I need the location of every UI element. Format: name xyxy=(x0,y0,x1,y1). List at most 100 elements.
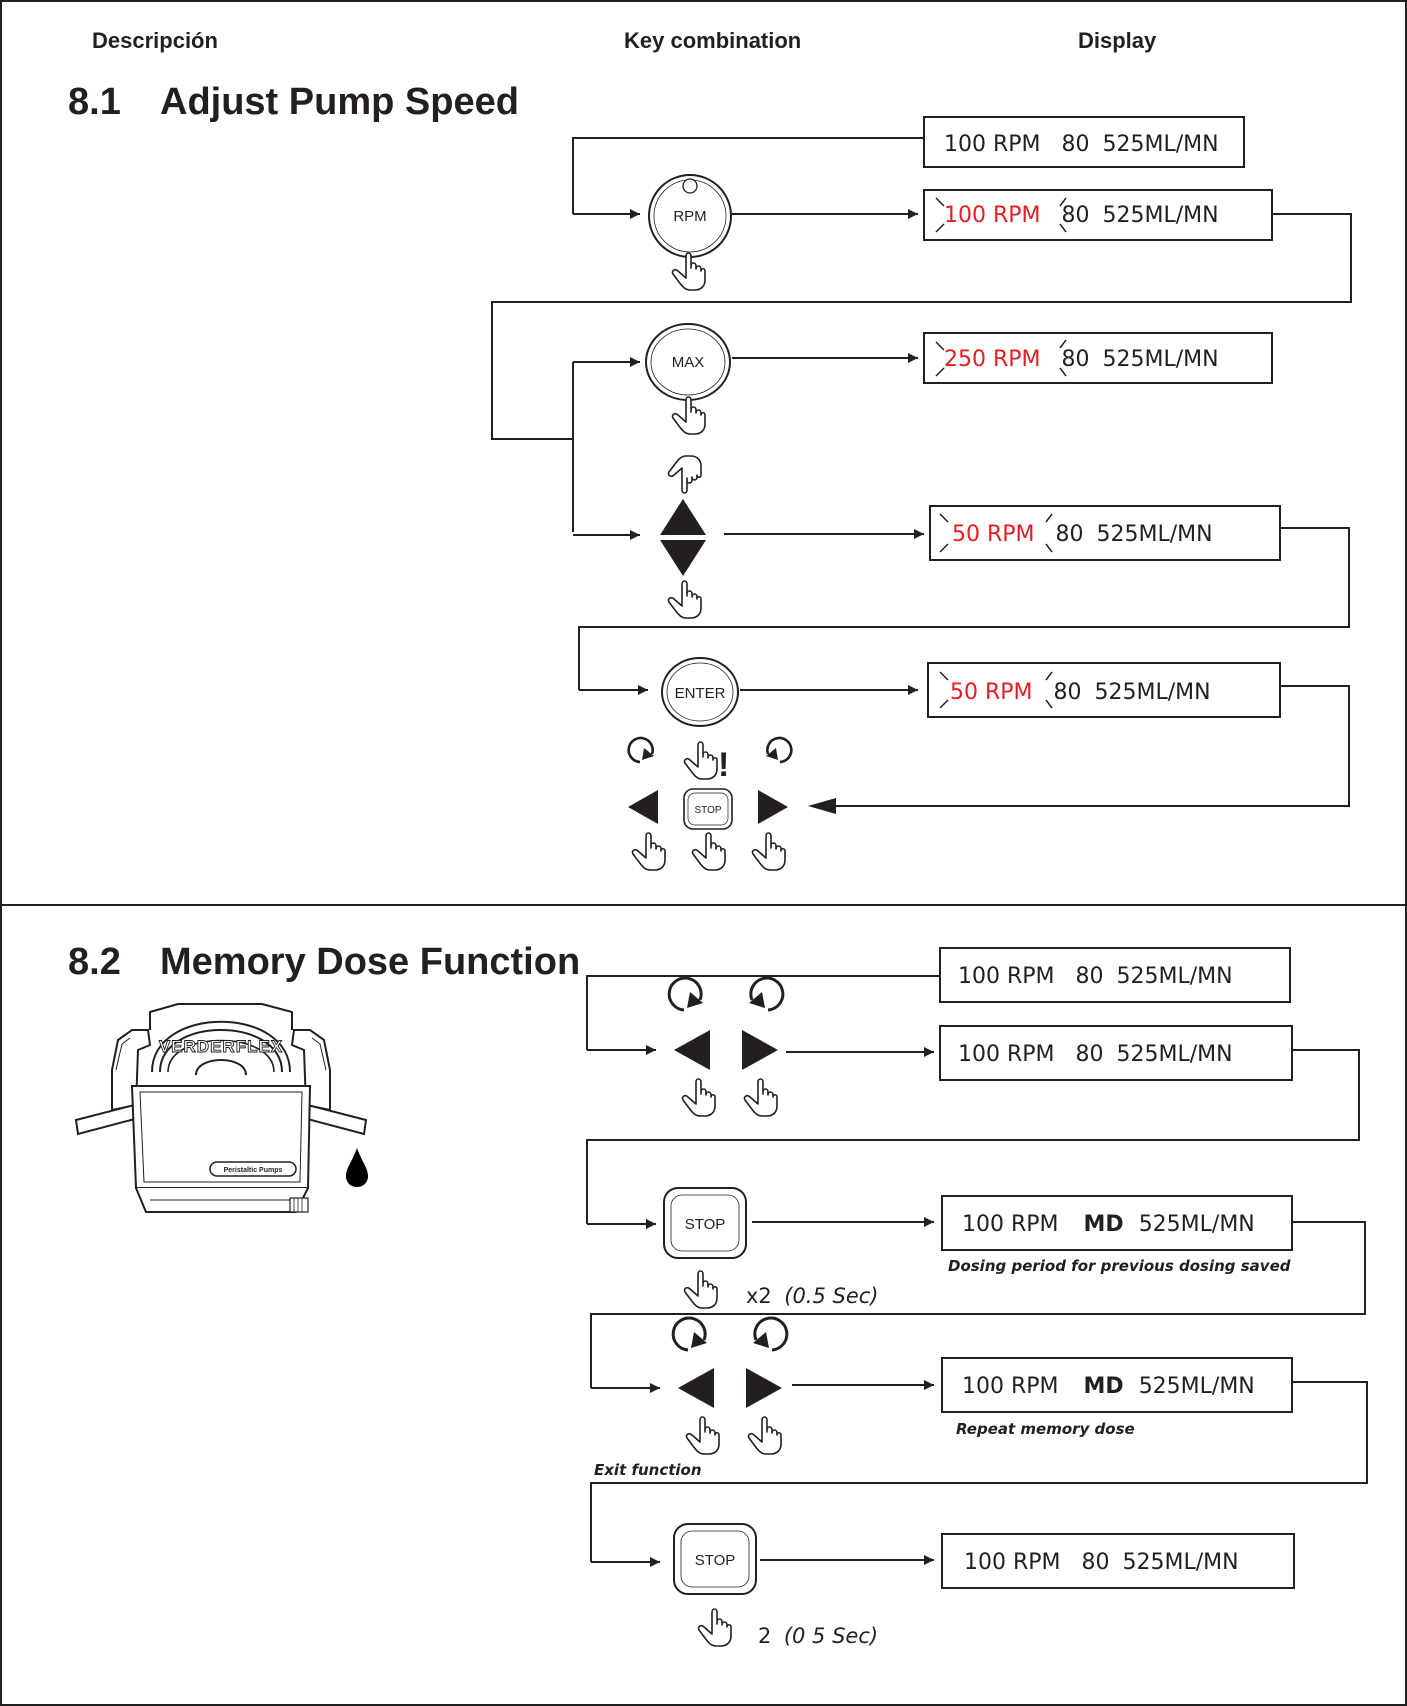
flow-line xyxy=(590,1221,1366,1388)
rotate-ccw-icon xyxy=(627,736,654,764)
display-flow: 525ML/MN xyxy=(1103,347,1219,372)
triangle-left-icon xyxy=(674,1030,710,1070)
rpm-button[interactable]: RPM xyxy=(648,174,732,258)
flow-line xyxy=(586,975,940,1050)
display-2-5: 100 RPM 80 525ML/MN xyxy=(941,1533,1295,1589)
svg-text:100 RPM 80 525: 100 RPM 80 525ML/MN xyxy=(944,132,1219,157)
section-1-number: 8.1 xyxy=(68,81,121,123)
svg-text:50 RPM 80 525M: 50 RPM 80 525ML/MN xyxy=(952,522,1213,547)
display-1-3: 250 RPM 80 525ML/MN xyxy=(923,332,1273,384)
rpm-button-label: RPM xyxy=(673,208,706,225)
section-1-title: Adjust Pump Speed xyxy=(160,81,519,123)
svg-text:100 RPM 80 525: 100 RPM 80 525ML/MN xyxy=(944,203,1219,228)
display-speed: 100 RPM xyxy=(964,1550,1061,1575)
stop-button-label: STOP xyxy=(695,1552,736,1569)
press-count-2: 2 (0 5 Sec) xyxy=(758,1624,878,1648)
display-1-2: 100 RPM 80 525ML/MN xyxy=(923,189,1273,241)
triangle-up-icon xyxy=(660,499,706,535)
display-flow: 525ML/MN xyxy=(1117,964,1233,989)
triangle-right-icon xyxy=(742,1030,778,1070)
press-hand-icon xyxy=(668,456,701,493)
up-arrow-button[interactable] xyxy=(660,499,706,535)
press-hand-icon xyxy=(743,1078,778,1117)
blink-indicator-icon xyxy=(939,671,1053,709)
note-repeat-dose: Repeat memory dose xyxy=(956,1420,1135,1438)
section-memory-dose-function: 8.2 Memory Dose Function VERDERFLEX Peri… xyxy=(68,941,1368,1648)
display-flow: 525ML/MN xyxy=(1097,522,1213,547)
flow-arrowhead xyxy=(808,798,836,814)
press-hand-icon xyxy=(671,252,706,291)
triangle-down-icon xyxy=(660,540,706,576)
enter-button-label: ENTER xyxy=(675,685,726,702)
down-arrow-button[interactable] xyxy=(660,540,706,576)
display-mode: 80 xyxy=(1056,522,1084,547)
svg-text:100 RPM 80 525: 100 RPM 80 525ML/MN xyxy=(958,1042,1233,1067)
display-mode: 80 xyxy=(1076,964,1104,989)
stop-warning-icon: ! xyxy=(683,741,729,784)
display-mode: 80 xyxy=(1062,203,1090,228)
note-exit-function: Exit function xyxy=(594,1461,702,1479)
display-2-3: 100 RPM MD 525ML/MN xyxy=(941,1195,1293,1251)
display-speed: 50 RPM xyxy=(952,522,1035,547)
press-hand-icon xyxy=(667,580,702,619)
stop-button[interactable]: STOP xyxy=(663,1187,747,1259)
display-speed: 100 RPM xyxy=(944,132,1041,157)
press-hand-icon xyxy=(681,1078,716,1117)
flow-line xyxy=(590,1381,1368,1562)
right-arrow-button[interactable] xyxy=(746,1368,782,1408)
rotate-ccw-icon xyxy=(671,1316,707,1352)
flow-line xyxy=(586,1049,1360,1224)
display-mode: 80 xyxy=(1082,1550,1110,1575)
display-mode: 80 xyxy=(1062,132,1090,157)
svg-text:250 RPM 80 525: 250 RPM 80 525ML/MN xyxy=(944,347,1219,372)
triangle-right-icon xyxy=(758,790,788,824)
flow-line xyxy=(820,685,1350,807)
display-mode: 80 xyxy=(1076,1042,1104,1067)
drop-icon xyxy=(346,1148,368,1187)
left-arrow-button[interactable] xyxy=(674,1030,710,1070)
left-arrow-button[interactable] xyxy=(678,1368,714,1408)
press-count: x2 xyxy=(746,1284,772,1308)
header-display: Display xyxy=(1078,28,1157,53)
flow-line xyxy=(578,527,1350,690)
press-hand-icon xyxy=(747,1416,782,1455)
flow-line xyxy=(491,213,1352,440)
section-2-title: Memory Dose Function xyxy=(160,941,580,983)
svg-text:100 RPM MD 525: 100 RPM MD 525ML/MN xyxy=(962,1212,1255,1237)
display-flow: 525ML/MN xyxy=(1095,680,1211,705)
note-dosing-saved: Dosing period for previous dosing saved xyxy=(948,1257,1291,1275)
rotate-ccw-icon xyxy=(667,976,703,1012)
display-speed: 100 RPM xyxy=(944,203,1041,228)
press-hand-icon xyxy=(751,832,786,871)
led-indicator-icon xyxy=(682,178,698,194)
triangle-left-icon xyxy=(678,1368,714,1408)
max-button-label: MAX xyxy=(672,354,705,371)
display-speed: 100 RPM xyxy=(962,1212,1059,1237)
display-flow: 525ML/MN xyxy=(1123,1550,1239,1575)
pump-label: Peristaltic Pumps xyxy=(224,1167,283,1174)
press-count: 2 xyxy=(758,1624,771,1648)
section-2-number: 8.2 xyxy=(68,941,121,983)
stop-button[interactable]: STOP xyxy=(673,1523,757,1595)
press-hand-icon xyxy=(671,396,706,435)
blink-indicator-icon xyxy=(939,513,1053,553)
display-speed: 250 RPM xyxy=(944,347,1041,372)
right-arrow-button[interactable] xyxy=(742,1030,778,1070)
display-speed: 100 RPM xyxy=(958,964,1055,989)
enter-button[interactable]: ENTER xyxy=(661,657,739,727)
press-hand-icon xyxy=(631,832,666,871)
stop-button-small[interactable]: STOP xyxy=(683,788,733,830)
display-flow: 525ML/MN xyxy=(1103,203,1219,228)
display-mode: MD xyxy=(1084,1374,1124,1399)
right-arrow-button[interactable] xyxy=(758,790,788,824)
blink-indicator-icon xyxy=(935,339,1067,377)
rotate-cw-icon xyxy=(766,736,793,764)
display-1-4: 50 RPM 80 525ML/MN xyxy=(929,505,1281,561)
max-button[interactable]: MAX xyxy=(645,323,731,401)
display-2-1: 100 RPM 80 525ML/MN xyxy=(939,947,1291,1003)
press-duration: (0 5 Sec) xyxy=(784,1624,878,1648)
svg-text:100 RPM MD 525: 100 RPM MD 525ML/MN xyxy=(962,1374,1255,1399)
press-hand-icon xyxy=(691,832,726,871)
left-arrow-button[interactable] xyxy=(628,790,658,824)
